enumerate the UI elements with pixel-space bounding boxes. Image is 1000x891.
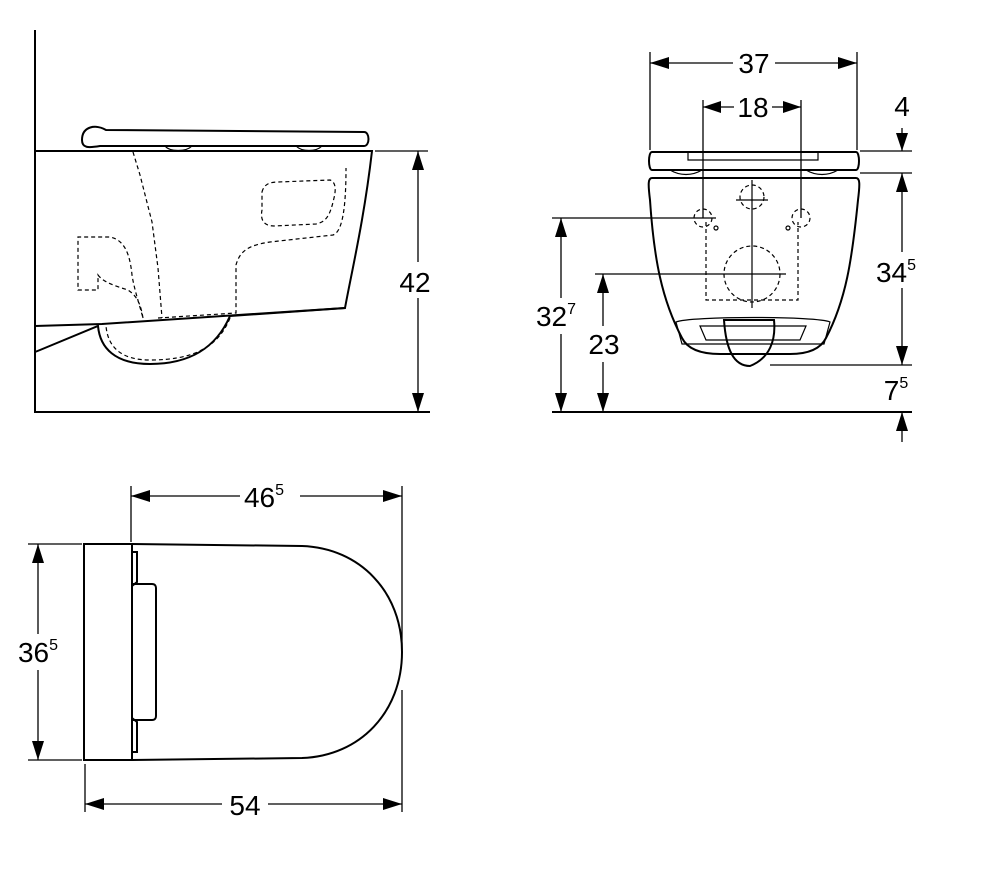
height-value: 42 <box>399 267 430 298</box>
front-view: 37 18 4 345 <box>536 46 924 442</box>
length-46-sup: 5 <box>275 482 284 499</box>
dimension-width-36-5: 365 <box>14 543 82 761</box>
svg-text:75: 75 <box>884 375 909 406</box>
length-46-value: 46 <box>244 482 275 513</box>
front-bowl <box>647 177 861 368</box>
fixing-18-value: 18 <box>737 92 768 123</box>
dimension-fixing-18: 18 <box>702 90 802 218</box>
height-34-sup: 5 <box>907 257 916 274</box>
fixing-height-value: 32 <box>536 301 567 332</box>
fixing-height-sup: 7 <box>567 301 576 318</box>
side-seat <box>80 125 370 152</box>
dimension-height-42: 42 <box>375 150 440 412</box>
clearance-value: 7 <box>884 375 900 406</box>
dimension-outlet-23: 23 <box>584 273 720 412</box>
seat-4-value: 4 <box>894 91 910 122</box>
svg-text:54: 54 <box>229 790 260 821</box>
svg-text:37: 37 <box>738 48 769 79</box>
height-34-value: 34 <box>876 257 907 288</box>
dimension-height-34-5: 345 <box>770 173 924 366</box>
svg-text:18: 18 <box>737 92 768 123</box>
svg-text:4: 4 <box>894 91 910 122</box>
width-36-value: 36 <box>18 637 49 668</box>
dimension-seat-4: 4 <box>860 91 912 174</box>
wall-line <box>34 30 430 413</box>
svg-text:365: 365 <box>18 637 58 668</box>
side-view: 42 <box>34 30 440 413</box>
front-seat <box>648 151 860 176</box>
svg-text:42: 42 <box>399 267 430 298</box>
outlet-value: 23 <box>588 329 619 360</box>
side-hidden-lines <box>77 151 347 361</box>
dimension-width-37: 37 <box>649 46 858 150</box>
width-36-sup: 5 <box>49 637 58 654</box>
svg-text:23: 23 <box>588 329 619 360</box>
top-outline <box>83 543 404 761</box>
svg-text:345: 345 <box>876 257 916 288</box>
svg-text:465: 465 <box>244 482 284 513</box>
svg-text:327: 327 <box>536 301 576 332</box>
dimension-length-46-5: 465 <box>130 479 403 650</box>
dimension-fixing-height-32-7: 327 <box>536 217 716 412</box>
length-54-value: 54 <box>229 790 260 821</box>
dimension-clearance-7-5: 75 <box>884 375 909 442</box>
dimension-length-54: 54 <box>84 690 403 821</box>
clearance-sup: 5 <box>899 375 908 392</box>
top-view: 465 365 54 <box>14 479 404 821</box>
width-37-value: 37 <box>738 48 769 79</box>
side-bowl <box>34 150 374 366</box>
front-hidden-lines <box>693 180 811 308</box>
